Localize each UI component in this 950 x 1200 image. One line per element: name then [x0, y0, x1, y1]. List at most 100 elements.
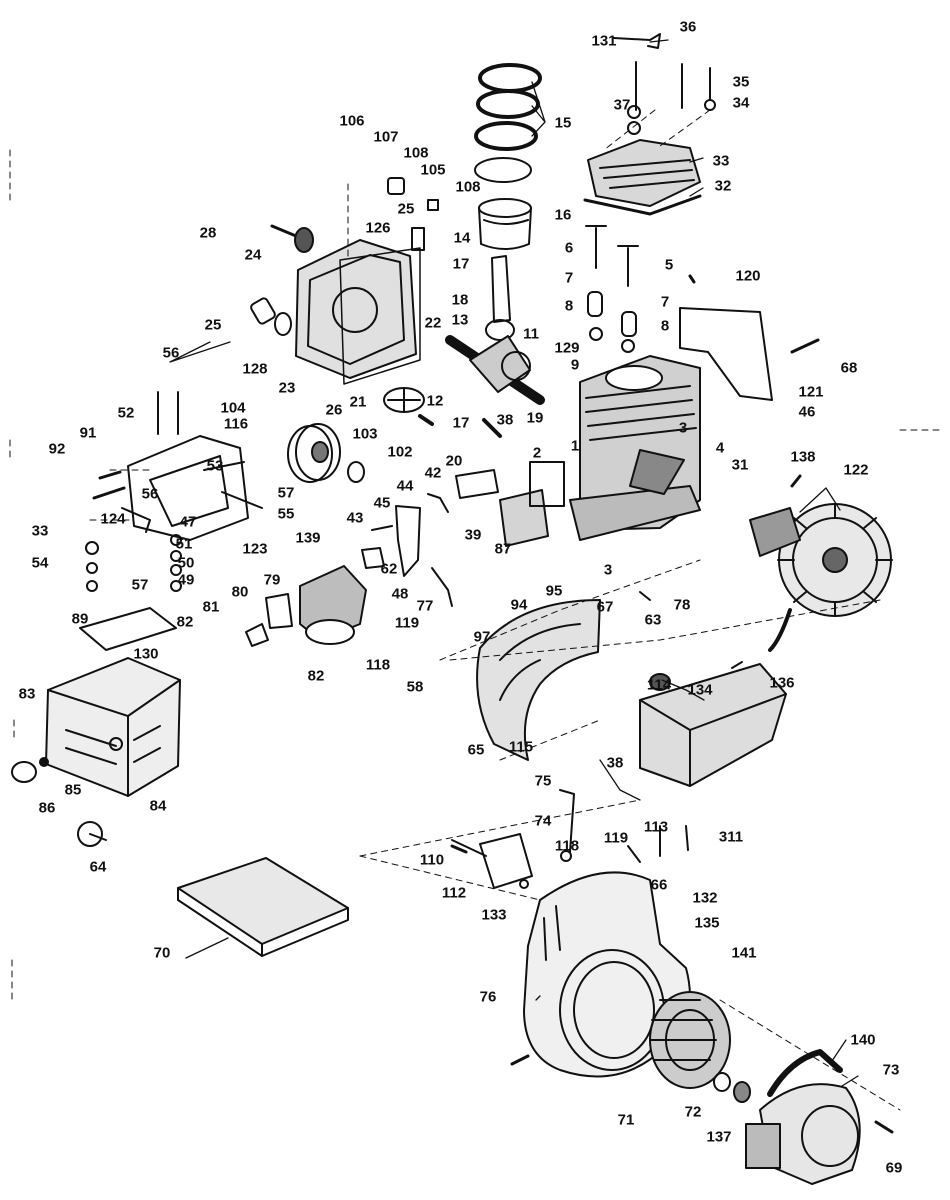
part-label: 45	[373, 494, 391, 512]
part-label: 136	[769, 674, 795, 692]
part-label: 138	[790, 448, 816, 466]
part-label: 47	[179, 513, 197, 531]
part-label: 75	[534, 772, 552, 790]
part-label: 102	[387, 443, 413, 461]
part-label: 139	[295, 529, 321, 547]
part-label: 19	[526, 409, 544, 427]
part-label: 7	[660, 293, 670, 311]
part-label: 107	[373, 128, 399, 146]
part-label: 33	[712, 152, 730, 170]
governor-pulley	[287, 423, 365, 483]
part-label: 91	[79, 424, 97, 442]
part-label: 112	[441, 884, 467, 902]
part-label: 56	[141, 485, 159, 503]
part-label: 84	[149, 797, 167, 815]
owners-manual	[177, 857, 349, 957]
assembly-dashes	[9, 109, 941, 1111]
part-label: 95	[545, 582, 563, 600]
part-label: 42	[424, 464, 442, 482]
part-label: 38	[606, 754, 624, 772]
part-label: 49	[177, 571, 195, 589]
part-label: 28	[199, 224, 217, 242]
crankshaft	[445, 335, 545, 405]
part-label: 97	[473, 628, 491, 646]
part-label: 25	[204, 316, 222, 334]
part-label: 118	[554, 837, 580, 855]
engine-block	[569, 355, 701, 541]
part-label: 22	[424, 314, 442, 332]
part-label: 54	[31, 554, 49, 572]
ignition-bracket	[679, 307, 820, 401]
air-filter	[79, 607, 177, 651]
part-label: 44	[396, 477, 414, 495]
part-label: 8	[660, 317, 670, 335]
part-label: 105	[420, 161, 446, 179]
part-label: 79	[263, 571, 281, 589]
part-label: 133	[481, 906, 507, 924]
part-label: 108	[403, 144, 429, 162]
part-label: 106	[339, 112, 365, 130]
part-label: 78	[673, 596, 691, 614]
part-label: 18	[451, 291, 469, 309]
part-label: 108	[455, 178, 481, 196]
part-label: 89	[71, 610, 89, 628]
part-label: 113	[643, 818, 669, 836]
camshaft-gear	[383, 387, 502, 438]
valves-springs	[585, 225, 639, 353]
part-label: 83	[18, 685, 36, 703]
piston	[478, 198, 532, 250]
part-label: 55	[277, 505, 295, 523]
controls	[451, 789, 689, 889]
part-label: 94	[510, 596, 528, 614]
part-label: 51	[175, 535, 193, 553]
part-label: 20	[445, 452, 463, 470]
part-label: 70	[153, 944, 171, 962]
part-label: 116	[223, 415, 249, 433]
part-label: 126	[365, 219, 391, 237]
part-label: 124	[100, 510, 126, 528]
part-label: 122	[843, 461, 869, 479]
part-label: 130	[133, 645, 159, 663]
part-label: 128	[242, 360, 268, 378]
part-label: 74	[534, 812, 552, 830]
part-label: 3	[678, 419, 688, 437]
part-label: 8	[564, 297, 574, 315]
part-label: 65	[467, 741, 485, 759]
part-label: 140	[850, 1031, 876, 1049]
part-label: 103	[352, 425, 378, 443]
flywheel	[749, 503, 893, 652]
part-label: 104	[220, 399, 246, 417]
leader-lines	[169, 39, 859, 1087]
part-label: 121	[798, 383, 824, 401]
part-label: 13	[451, 311, 469, 329]
cylinder-head	[583, 139, 702, 216]
part-label: 71	[617, 1111, 635, 1129]
part-label: 118	[365, 656, 391, 674]
part-label: 35	[732, 73, 750, 91]
part-label: 33	[31, 522, 49, 540]
carburetor	[245, 547, 385, 647]
part-label: 73	[882, 1061, 900, 1079]
part-label: 39	[464, 526, 482, 544]
part-label: 57	[277, 484, 295, 502]
part-label: 77	[416, 597, 434, 615]
part-label: 56	[162, 344, 180, 362]
part-label: 141	[731, 944, 757, 962]
head-bolts	[613, 33, 716, 135]
part-label: 38	[496, 411, 514, 429]
part-label: 134	[687, 681, 713, 699]
part-label: 132	[692, 889, 718, 907]
part-label: 80	[231, 583, 249, 601]
part-label: 87	[494, 540, 512, 558]
part-label: 66	[650, 876, 668, 894]
part-label: 64	[89, 858, 107, 876]
part-label: 311	[718, 828, 744, 846]
part-label: 123	[242, 540, 268, 558]
part-label: 37	[613, 96, 631, 114]
piston-rings	[474, 63, 542, 183]
part-label: 131	[591, 32, 617, 50]
part-label: 135	[694, 914, 720, 932]
part-label: 23	[278, 379, 296, 397]
